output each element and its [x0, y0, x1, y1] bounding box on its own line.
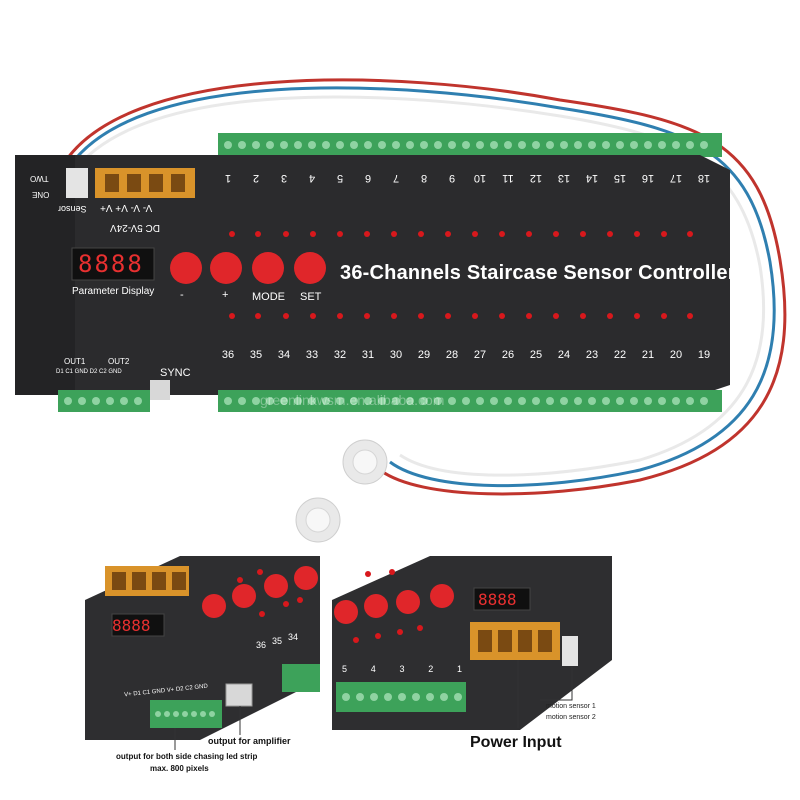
channel-34: 34 — [277, 349, 291, 361]
power-input-callout: Power Input — [470, 734, 562, 751]
channel-2: 2 — [252, 172, 260, 184]
channel-16: 16 — [641, 172, 655, 184]
led-row-bottom — [229, 313, 693, 319]
sync-port — [150, 380, 170, 400]
channel-31: 31 — [361, 349, 375, 361]
white-wire — [70, 95, 766, 477]
parameter-display — [71, 247, 155, 281]
switch-two-label: TWO — [30, 174, 49, 183]
strip-callout-line2: max. 800 pixels — [150, 764, 209, 773]
out1-label: OUT1 — [64, 357, 86, 366]
plus-button — [210, 252, 242, 284]
inset-right-display — [473, 587, 531, 611]
channel-28: 28 — [445, 349, 459, 361]
inset-left-body — [85, 556, 320, 740]
bottom-terminal-screws — [224, 397, 708, 405]
inset-left-channel-35: 35 — [272, 636, 283, 646]
top-channel-numbers: 1 2 3 4 5 6 7 8 9 10 11 12 13 14 15 16 1… — [216, 172, 716, 184]
channel-23: 23 — [585, 349, 599, 361]
channel-27: 27 — [473, 349, 487, 361]
inset-right-channels: 5 4 3 2 1 — [342, 664, 462, 674]
channel-13: 13 — [557, 172, 571, 184]
output-terminal-strip — [58, 390, 150, 412]
channel-18: 18 — [697, 172, 711, 184]
channel-33: 33 — [305, 349, 319, 361]
motion-sensor-2-callout: motion sensor 2 — [546, 714, 596, 721]
channel-29: 29 — [417, 349, 431, 361]
sensor-connector — [66, 168, 88, 198]
channel-35: 35 — [249, 349, 263, 361]
channel-3: 3 — [280, 172, 288, 184]
watermark: greenlinkwsm.en.alibaba.com — [260, 392, 445, 408]
channel-26: 26 — [501, 349, 515, 361]
channel-9: 9 — [448, 172, 456, 184]
out-pins: D1 C1 GND D2 C2 GND — [56, 369, 122, 375]
inset-right-channel-5: 5 — [342, 664, 348, 674]
inset-right-display-digits: 8888 — [478, 590, 517, 609]
bottom-channel-numbers: 36 35 34 33 32 31 30 29 28 27 26 25 24 2… — [216, 349, 716, 361]
channel-15: 15 — [613, 172, 627, 184]
out2-label: OUT2 — [108, 357, 130, 366]
set-button — [294, 252, 326, 284]
inset-left-channel-34: 34 — [288, 632, 299, 642]
inset-right-channel-4: 4 — [370, 664, 376, 674]
channel-8: 8 — [420, 172, 428, 184]
channel-11: 11 — [502, 172, 514, 184]
motion-sensor-1-callout: motion sensor 1 — [546, 703, 596, 710]
inset-right-channel-2: 2 — [428, 664, 434, 674]
mode-button — [252, 252, 284, 284]
inset-right-channel-3: 3 — [399, 664, 405, 674]
power-terminal-labels: V- V- V+ V+ — [100, 202, 153, 213]
sync-label: SYNC — [160, 367, 191, 379]
inset-left-channel-36: 36 — [256, 640, 267, 650]
left-cap — [15, 155, 75, 395]
top-terminal-screws — [224, 141, 708, 149]
button-mode-label: MODE — [252, 291, 285, 303]
channel-7: 7 — [392, 172, 400, 184]
channel-5: 5 — [336, 172, 344, 184]
blue-wire — [64, 86, 776, 488]
channel-30: 30 — [389, 349, 403, 361]
minus-button — [170, 252, 202, 284]
channel-19: 19 — [697, 349, 711, 361]
button-plus-label: + — [222, 289, 229, 301]
button-minus-label: - — [180, 289, 184, 301]
channel-12: 12 — [529, 172, 543, 184]
inset-left-display-digits: 8888 — [112, 616, 151, 635]
sensor-label: Sensor — [58, 204, 87, 214]
inset-left-display — [111, 613, 165, 637]
channel-24: 24 — [557, 349, 571, 361]
channel-14: 14 — [585, 172, 599, 184]
red-wire — [58, 78, 787, 496]
channel-22: 22 — [613, 349, 627, 361]
channel-4: 4 — [308, 172, 316, 184]
product-title: 36-Channels Staircase Sensor Controller — [340, 262, 736, 284]
controller-body — [15, 155, 730, 395]
inset-right-channel-1: 1 — [456, 664, 462, 674]
channel-1: 1 — [224, 172, 232, 184]
motion-sensor-2 — [295, 497, 341, 543]
motion-sensor-1 — [342, 439, 388, 485]
display-label: Parameter Display — [72, 286, 155, 297]
power-spec: DC 5V-24V — [110, 222, 161, 233]
channel-25: 25 — [529, 349, 543, 361]
amplifier-callout: output for amplifier — [208, 736, 291, 746]
channel-17: 17 — [669, 172, 683, 184]
channel-10: 10 — [473, 172, 487, 184]
switch-one-label: ONE — [32, 190, 50, 199]
button-set-label: SET — [300, 291, 322, 303]
channel-6: 6 — [364, 172, 372, 184]
channel-21: 21 — [641, 349, 655, 361]
channel-32: 32 — [333, 349, 347, 361]
led-row-top — [229, 231, 693, 237]
rj45-port — [225, 683, 253, 707]
display-digits: 8888 — [78, 250, 144, 278]
channel-36: 36 — [221, 349, 235, 361]
channel-20: 20 — [669, 349, 683, 361]
strip-callout-line1: output for both side chasing led strip — [116, 752, 258, 761]
